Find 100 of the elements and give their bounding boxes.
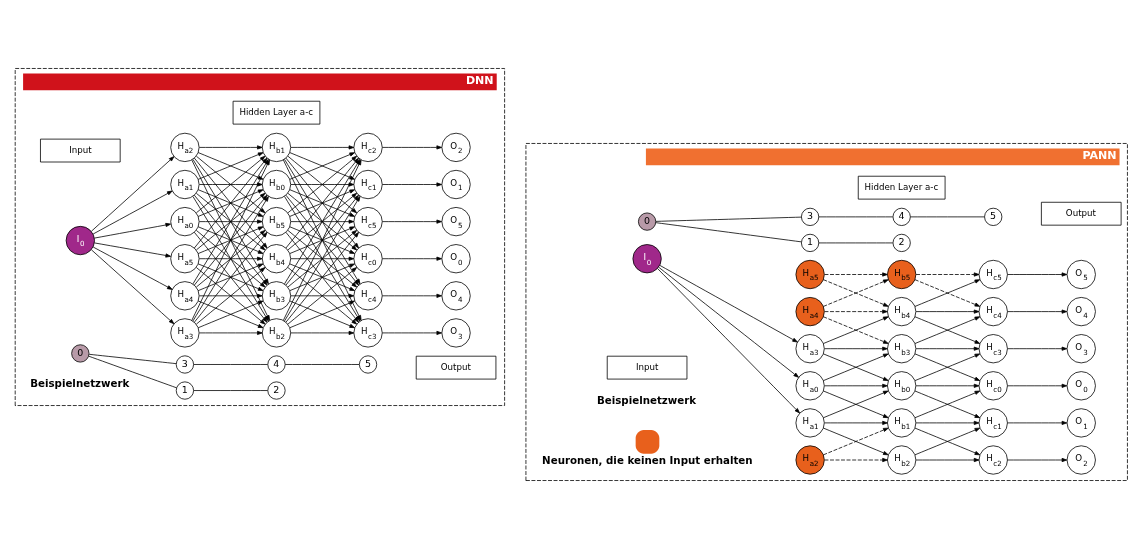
arrow (287, 229, 357, 287)
arrow (1007, 271, 1068, 277)
arrow (290, 219, 355, 224)
node-circle: 5 (358, 354, 378, 374)
arrow (92, 190, 173, 234)
arrow (915, 420, 980, 425)
node-circle: 2 (267, 380, 286, 400)
arrow (198, 330, 263, 335)
arrow (914, 390, 981, 418)
node-circle: 1 (175, 380, 194, 400)
arrow (823, 390, 889, 418)
connector (655, 221, 802, 242)
node-box: Output (1041, 201, 1122, 226)
node-box: Hidden Layer a-c (857, 175, 946, 199)
arrow (823, 315, 889, 344)
legend-label: Neuronen, die keinen Input erhalten (542, 453, 753, 466)
arrow (381, 181, 442, 187)
connector (818, 216, 894, 217)
arrow (381, 144, 442, 149)
arrow (287, 155, 357, 213)
arrow (381, 293, 442, 298)
arrow (381, 330, 442, 335)
arrow (824, 309, 888, 314)
arrow (196, 192, 266, 250)
arrow (197, 151, 264, 180)
arrow (1007, 420, 1068, 425)
arrow (290, 181, 355, 187)
label: Beispielnetzwerk (596, 393, 697, 406)
node-circle: 4 (267, 354, 286, 374)
connector (284, 363, 360, 365)
arrow (915, 457, 980, 462)
arrow (285, 157, 359, 248)
arrow (824, 271, 888, 277)
node-circle: 4 (892, 207, 911, 226)
arrow (287, 266, 357, 324)
node-box: Output (415, 355, 497, 379)
arrow (93, 242, 171, 258)
arrow (290, 330, 355, 335)
arrow (289, 300, 355, 328)
node-circle: 2 (892, 233, 911, 252)
arrow (90, 248, 175, 324)
arrow (193, 157, 268, 248)
arrow (197, 300, 264, 328)
connector (818, 242, 894, 243)
node-circle: 1 (801, 233, 820, 252)
arrow (1007, 383, 1068, 388)
connector (193, 389, 268, 391)
node-box: Input (40, 138, 121, 162)
arrow (824, 383, 888, 388)
arrow (659, 264, 798, 342)
arrow (192, 158, 269, 284)
arrow (914, 315, 981, 344)
arrow (657, 267, 800, 413)
arrow (823, 278, 889, 307)
arrow (289, 188, 355, 217)
arrow (824, 346, 888, 351)
arrow (198, 181, 263, 187)
arrow (289, 151, 355, 180)
arrow (915, 309, 980, 314)
arrow (198, 219, 263, 224)
arrow (1007, 457, 1068, 462)
arrow (196, 155, 266, 213)
arrow (824, 420, 888, 425)
arrow (915, 346, 980, 351)
arrow (92, 246, 173, 290)
arrow (381, 256, 442, 261)
connector (193, 363, 268, 365)
node-circle: 3 (175, 354, 194, 374)
arrow (287, 192, 357, 250)
arrow (658, 266, 799, 378)
connector (655, 216, 802, 222)
arrow (915, 271, 980, 277)
arrow (196, 229, 266, 287)
arrow (290, 144, 355, 149)
node-box: Input (606, 355, 688, 379)
arrow (197, 225, 264, 254)
arrow (90, 155, 175, 232)
connector (88, 353, 177, 364)
node-circle: 0 (638, 212, 657, 231)
arrow (93, 222, 171, 238)
arrow (914, 427, 981, 455)
arrow (914, 278, 981, 307)
arrow (1007, 346, 1068, 351)
arrow (198, 293, 263, 298)
arrow (290, 256, 355, 261)
arrow (197, 188, 264, 217)
node-box: Hidden Layer a-c (232, 100, 321, 124)
node-circle: 0 (71, 343, 90, 362)
arrow (823, 427, 889, 455)
node-circle: 5 (984, 207, 1003, 226)
arrow (824, 457, 888, 462)
arrow (198, 256, 263, 261)
connector (88, 355, 177, 388)
arrow (289, 225, 355, 254)
arrow (198, 144, 263, 149)
arrow (290, 293, 355, 298)
connector (910, 216, 985, 217)
arrow (1007, 309, 1068, 314)
arrow (915, 383, 980, 388)
node-circle: 3 (801, 207, 820, 226)
